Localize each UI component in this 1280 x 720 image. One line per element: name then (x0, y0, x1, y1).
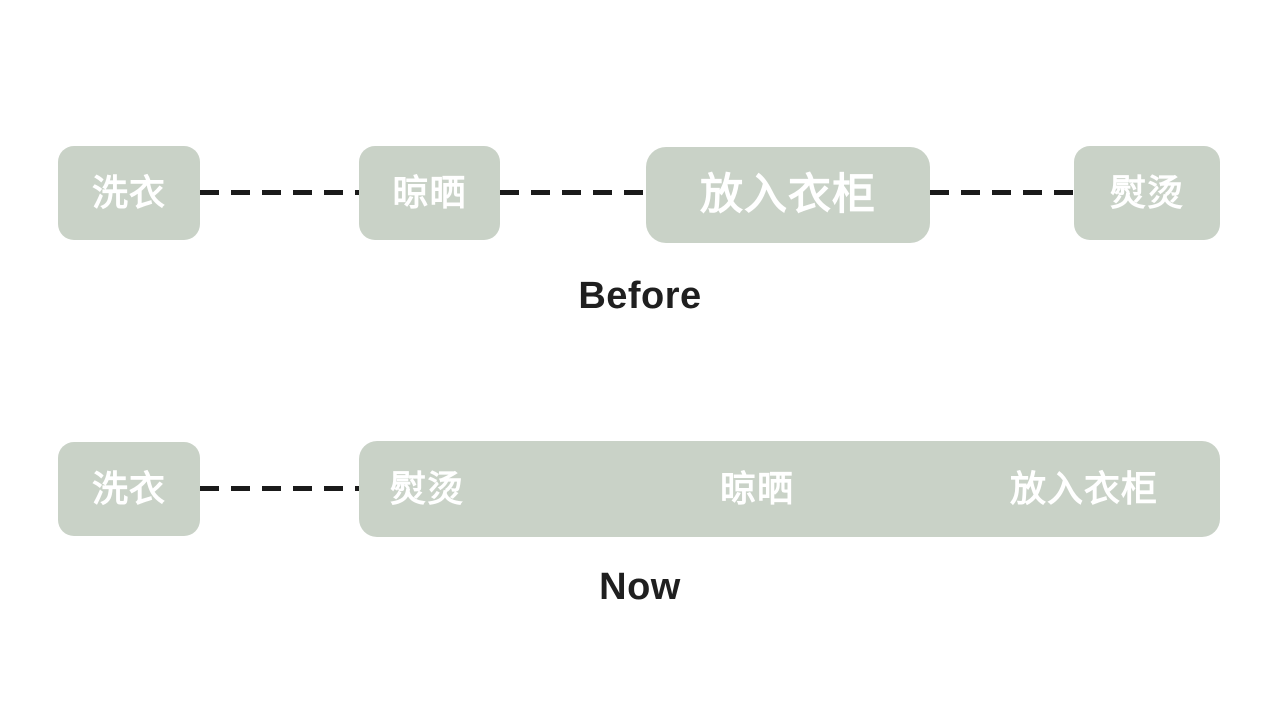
before-node-put-in-wardrobe[interactable]: 放入衣柜 (646, 147, 930, 243)
before-node-wash-label: 洗衣 (91, 172, 166, 213)
now-connector-1 (200, 486, 359, 491)
before-node-dry-label: 晾晒 (392, 172, 467, 213)
now-merged-label-dry: 晾晒 (720, 468, 795, 509)
now-node-wash-label: 洗衣 (91, 468, 166, 509)
before-node-iron-label: 熨烫 (1109, 172, 1184, 213)
before-connector-2 (500, 190, 646, 195)
before-node-iron[interactable]: 熨烫 (1074, 146, 1220, 240)
before-connector-3 (930, 190, 1074, 195)
now-merged-label-iron: 熨烫 (390, 468, 465, 509)
now-merged-node[interactable]: 熨烫 晾晒 放入衣柜 (359, 441, 1220, 537)
before-node-wash[interactable]: 洗衣 (58, 146, 200, 240)
before-connector-1 (200, 190, 359, 195)
now-node-wash[interactable]: 洗衣 (58, 442, 200, 536)
before-caption: Before (578, 275, 702, 317)
before-node-dry[interactable]: 晾晒 (359, 146, 500, 240)
now-caption: Now (599, 566, 681, 608)
now-merged-label-put-in-wardrobe: 放入衣柜 (1010, 468, 1159, 509)
before-node-put-in-wardrobe-label: 放入衣柜 (700, 170, 876, 219)
